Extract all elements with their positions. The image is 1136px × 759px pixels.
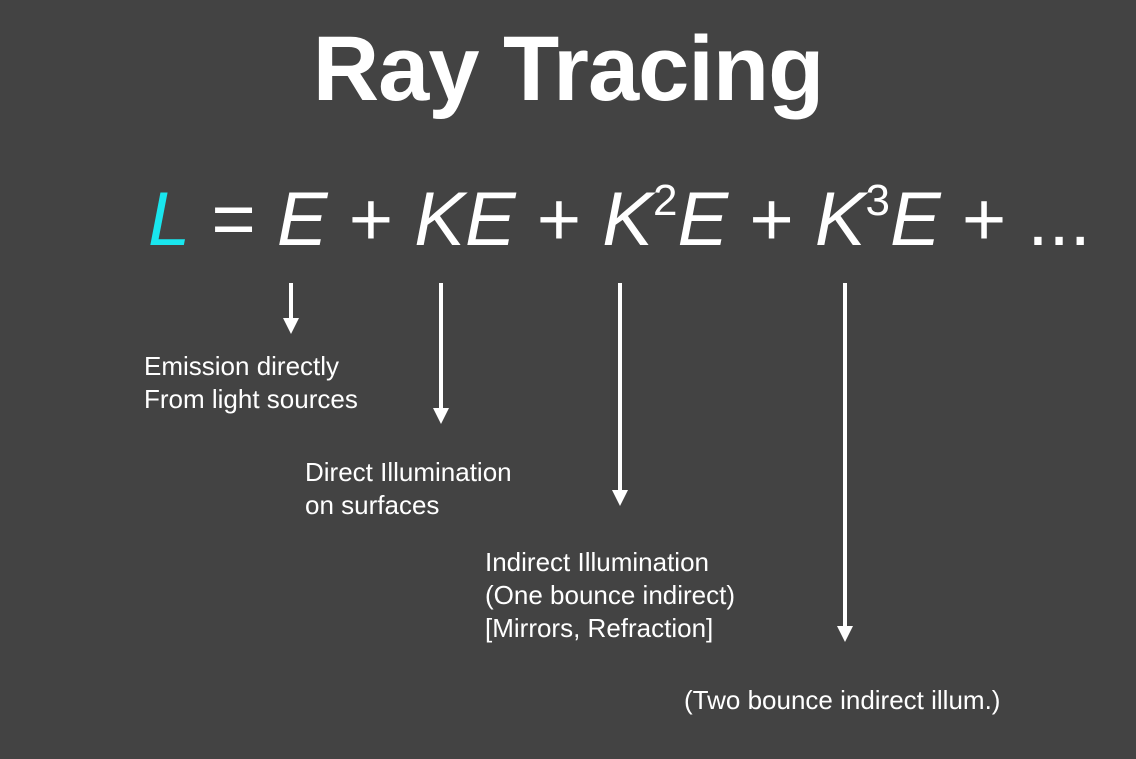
label-indirect-line-2: (One bounce indirect) bbox=[485, 580, 736, 610]
rendering-equation: L = E + KE + K2E + K3E + ... bbox=[148, 176, 1091, 273]
label-indirect-line-3: [Mirrors, Refraction] bbox=[485, 613, 714, 643]
plus-sign-2: + bbox=[536, 177, 582, 262]
equation-lhs-l: L bbox=[148, 177, 191, 262]
exponent-3: 3 bbox=[865, 176, 891, 225]
plus-sign-1: + bbox=[348, 177, 394, 262]
term-direct: KE bbox=[414, 177, 516, 262]
ellipsis: ... bbox=[1027, 177, 1091, 262]
label-emission-line-1: Emission directly bbox=[144, 351, 340, 381]
label-direct-line-1: Direct Illumination bbox=[305, 457, 512, 487]
slide-title: Ray Tracing bbox=[312, 18, 825, 120]
label-two-bounce: (Two bounce indirect illum.) bbox=[684, 684, 1000, 717]
term-emission: E bbox=[276, 177, 328, 262]
arrow-direct bbox=[433, 283, 449, 424]
label-direct-line-2: on surfaces bbox=[305, 490, 440, 520]
label-emission: Emission directly From light sources bbox=[144, 350, 358, 416]
arrow-two-bounce bbox=[837, 283, 853, 642]
exponent-2: 2 bbox=[653, 176, 678, 225]
arrow-emission bbox=[283, 283, 299, 334]
label-indirect-line-1: Indirect Illumination bbox=[485, 547, 709, 577]
arrow-indirect bbox=[612, 283, 628, 506]
term-k2: K bbox=[602, 177, 653, 262]
label-emission-line-2: From light sources bbox=[144, 384, 358, 414]
label-direct-illumination: Direct Illumination on surfaces bbox=[305, 456, 512, 522]
plus-sign-4: + bbox=[961, 177, 1007, 262]
term-k3-e: E bbox=[890, 177, 941, 262]
term-k2-e: E bbox=[677, 177, 729, 262]
label-indirect-illumination: Indirect Illumination (One bounce indire… bbox=[485, 546, 735, 645]
term-k3: K bbox=[814, 177, 866, 262]
plus-sign-3: + bbox=[749, 177, 794, 262]
label-two-bounce-line-1: (Two bounce indirect illum.) bbox=[684, 685, 1001, 715]
equals-sign: = bbox=[211, 177, 256, 262]
